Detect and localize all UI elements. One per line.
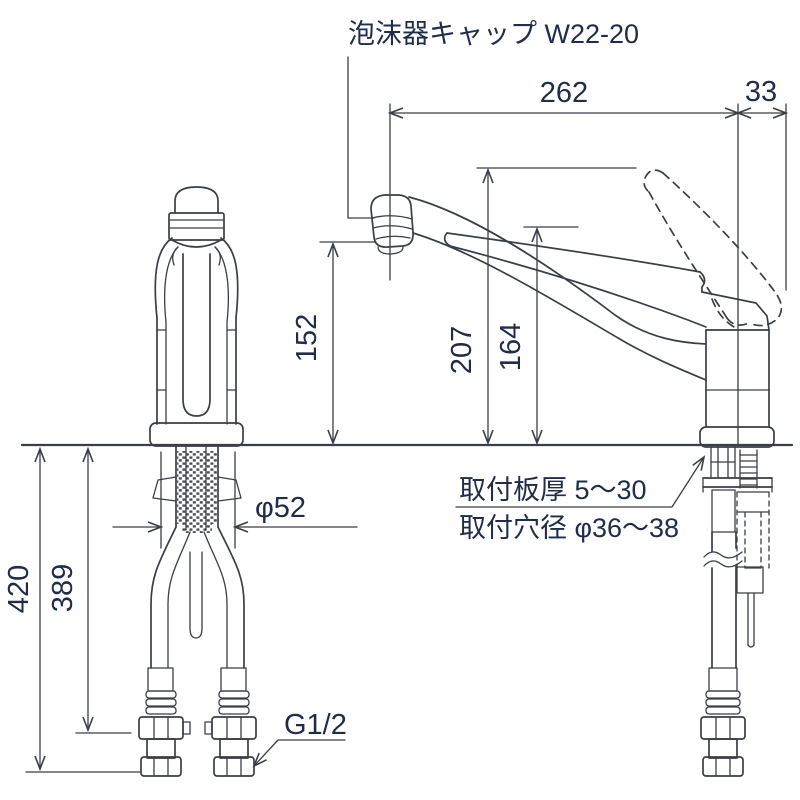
leader-line xyxy=(347,56,375,219)
side-rings xyxy=(705,690,741,715)
leader-line xyxy=(455,457,704,508)
side-spout-top-edge xyxy=(408,196,707,345)
dimension-152: 152 xyxy=(291,241,377,443)
front-under-counter xyxy=(138,446,257,777)
dim-420-label: 420 xyxy=(3,565,35,613)
front-view xyxy=(149,186,244,447)
front-shoulder-inner-left xyxy=(163,246,179,323)
leader-line xyxy=(254,739,346,766)
side-body xyxy=(699,329,775,448)
front-locknut-ear-left xyxy=(152,476,177,502)
front-centre-stud xyxy=(189,551,203,639)
side-shank xyxy=(710,446,736,479)
front-locknut-ear-right xyxy=(217,476,242,502)
dimension-389: 389 xyxy=(47,449,132,734)
front-collar-shadow xyxy=(171,239,222,248)
side-aerator-cap xyxy=(370,194,414,255)
front-g12-fitting-right xyxy=(204,716,257,777)
front-braid-left xyxy=(147,667,174,692)
front-curl-left xyxy=(172,246,179,266)
front-spout-column xyxy=(182,253,211,417)
dim-phi52-label: φ52 xyxy=(255,492,306,524)
front-shoulder-right xyxy=(220,237,239,319)
dimension-207: 207 xyxy=(446,167,637,443)
side-lever-handle-raised xyxy=(643,169,783,328)
side-threaded-stud xyxy=(739,449,758,489)
thread-size-label: G1/2 xyxy=(284,709,347,741)
front-threaded-shank-knurl xyxy=(177,451,217,524)
side-spout-bottom-edge xyxy=(412,232,707,381)
front-lever-collar xyxy=(168,212,225,241)
side-under-counter xyxy=(700,446,773,777)
front-shoulder-left xyxy=(154,237,173,319)
side-fixing-bolt xyxy=(736,566,764,648)
side-braid-lower xyxy=(708,667,738,692)
side-g12-fitting xyxy=(700,716,746,777)
note-plate-thickness: 取付板厚 5〜30 xyxy=(459,475,647,505)
front-shoulder-inner-right xyxy=(214,246,230,323)
dimension-262: 262 xyxy=(390,77,738,446)
front-lever-knob xyxy=(174,186,219,214)
front-g12-fitting-left xyxy=(138,716,191,777)
side-base-flange xyxy=(699,426,775,448)
dim-262-label: 262 xyxy=(540,77,588,109)
dimension-420: 420 xyxy=(3,449,141,773)
front-shank-knurl-lower xyxy=(182,524,212,533)
front-hose-right-outer xyxy=(217,526,245,669)
dim-164-label: 164 xyxy=(495,323,527,371)
front-hose-left-outer xyxy=(150,526,177,669)
front-base-flange xyxy=(149,422,244,447)
front-braid-right xyxy=(220,667,247,692)
side-hose xyxy=(703,531,743,669)
front-hose-left-inner xyxy=(167,531,191,669)
callout-mounting-notes: 取付板厚 5〜30 取付穴径 φ36〜38 xyxy=(455,457,704,543)
dimension-phi52: φ52 xyxy=(112,451,358,549)
aerator-cap-label: 泡沫器キャップ W22-20 xyxy=(348,19,639,49)
side-lock-nut xyxy=(736,491,770,569)
side-braid-upper xyxy=(711,489,736,533)
dim-207-label: 207 xyxy=(446,326,478,374)
note-hole-diameter: 取付穴径 φ36〜38 xyxy=(459,513,679,543)
side-view xyxy=(370,169,783,448)
dim-389-label: 389 xyxy=(47,564,79,612)
dim-152-label: 152 xyxy=(291,314,323,362)
callout-aerator-cap: 泡沫器キャップ W22-20 xyxy=(347,19,639,219)
dim-33-label: 33 xyxy=(745,76,777,108)
callout-thread-size: G1/2 xyxy=(254,709,347,766)
front-rings xyxy=(145,690,250,715)
dimension-33: 33 xyxy=(738,76,786,291)
side-mounting-plate xyxy=(702,477,773,493)
front-curl-right xyxy=(214,246,221,266)
front-hose-right-inner xyxy=(203,531,228,669)
dimension-164: 164 xyxy=(495,226,579,443)
